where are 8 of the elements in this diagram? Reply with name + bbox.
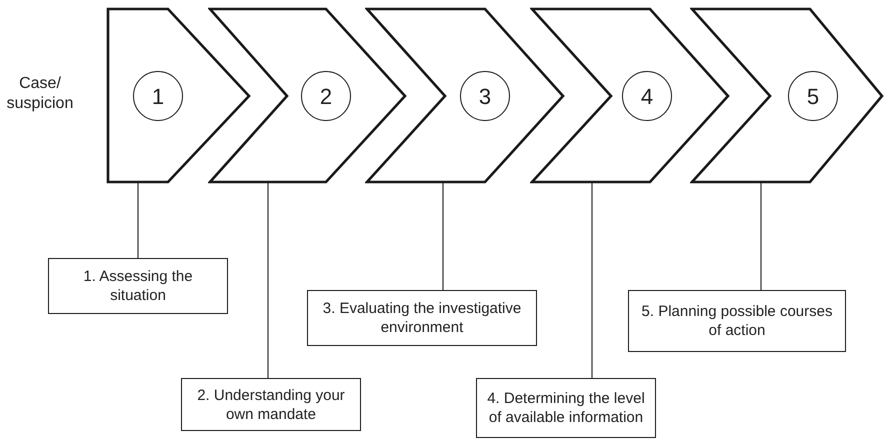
leader-line (442, 182, 444, 290)
step-label-box: 5. Planning possible courses of action (628, 290, 846, 352)
start-label: Case/ suspicion (6, 74, 74, 114)
step-label-box: 4. Determining the level of available information (476, 378, 656, 438)
step-label-box: 1. Assessing the situation (48, 258, 228, 314)
step-label-box: 2. Understanding your own mandate (181, 378, 361, 431)
step-label-box: 3. Evaluating the investigative environment (307, 290, 537, 346)
leader-line (760, 182, 762, 290)
